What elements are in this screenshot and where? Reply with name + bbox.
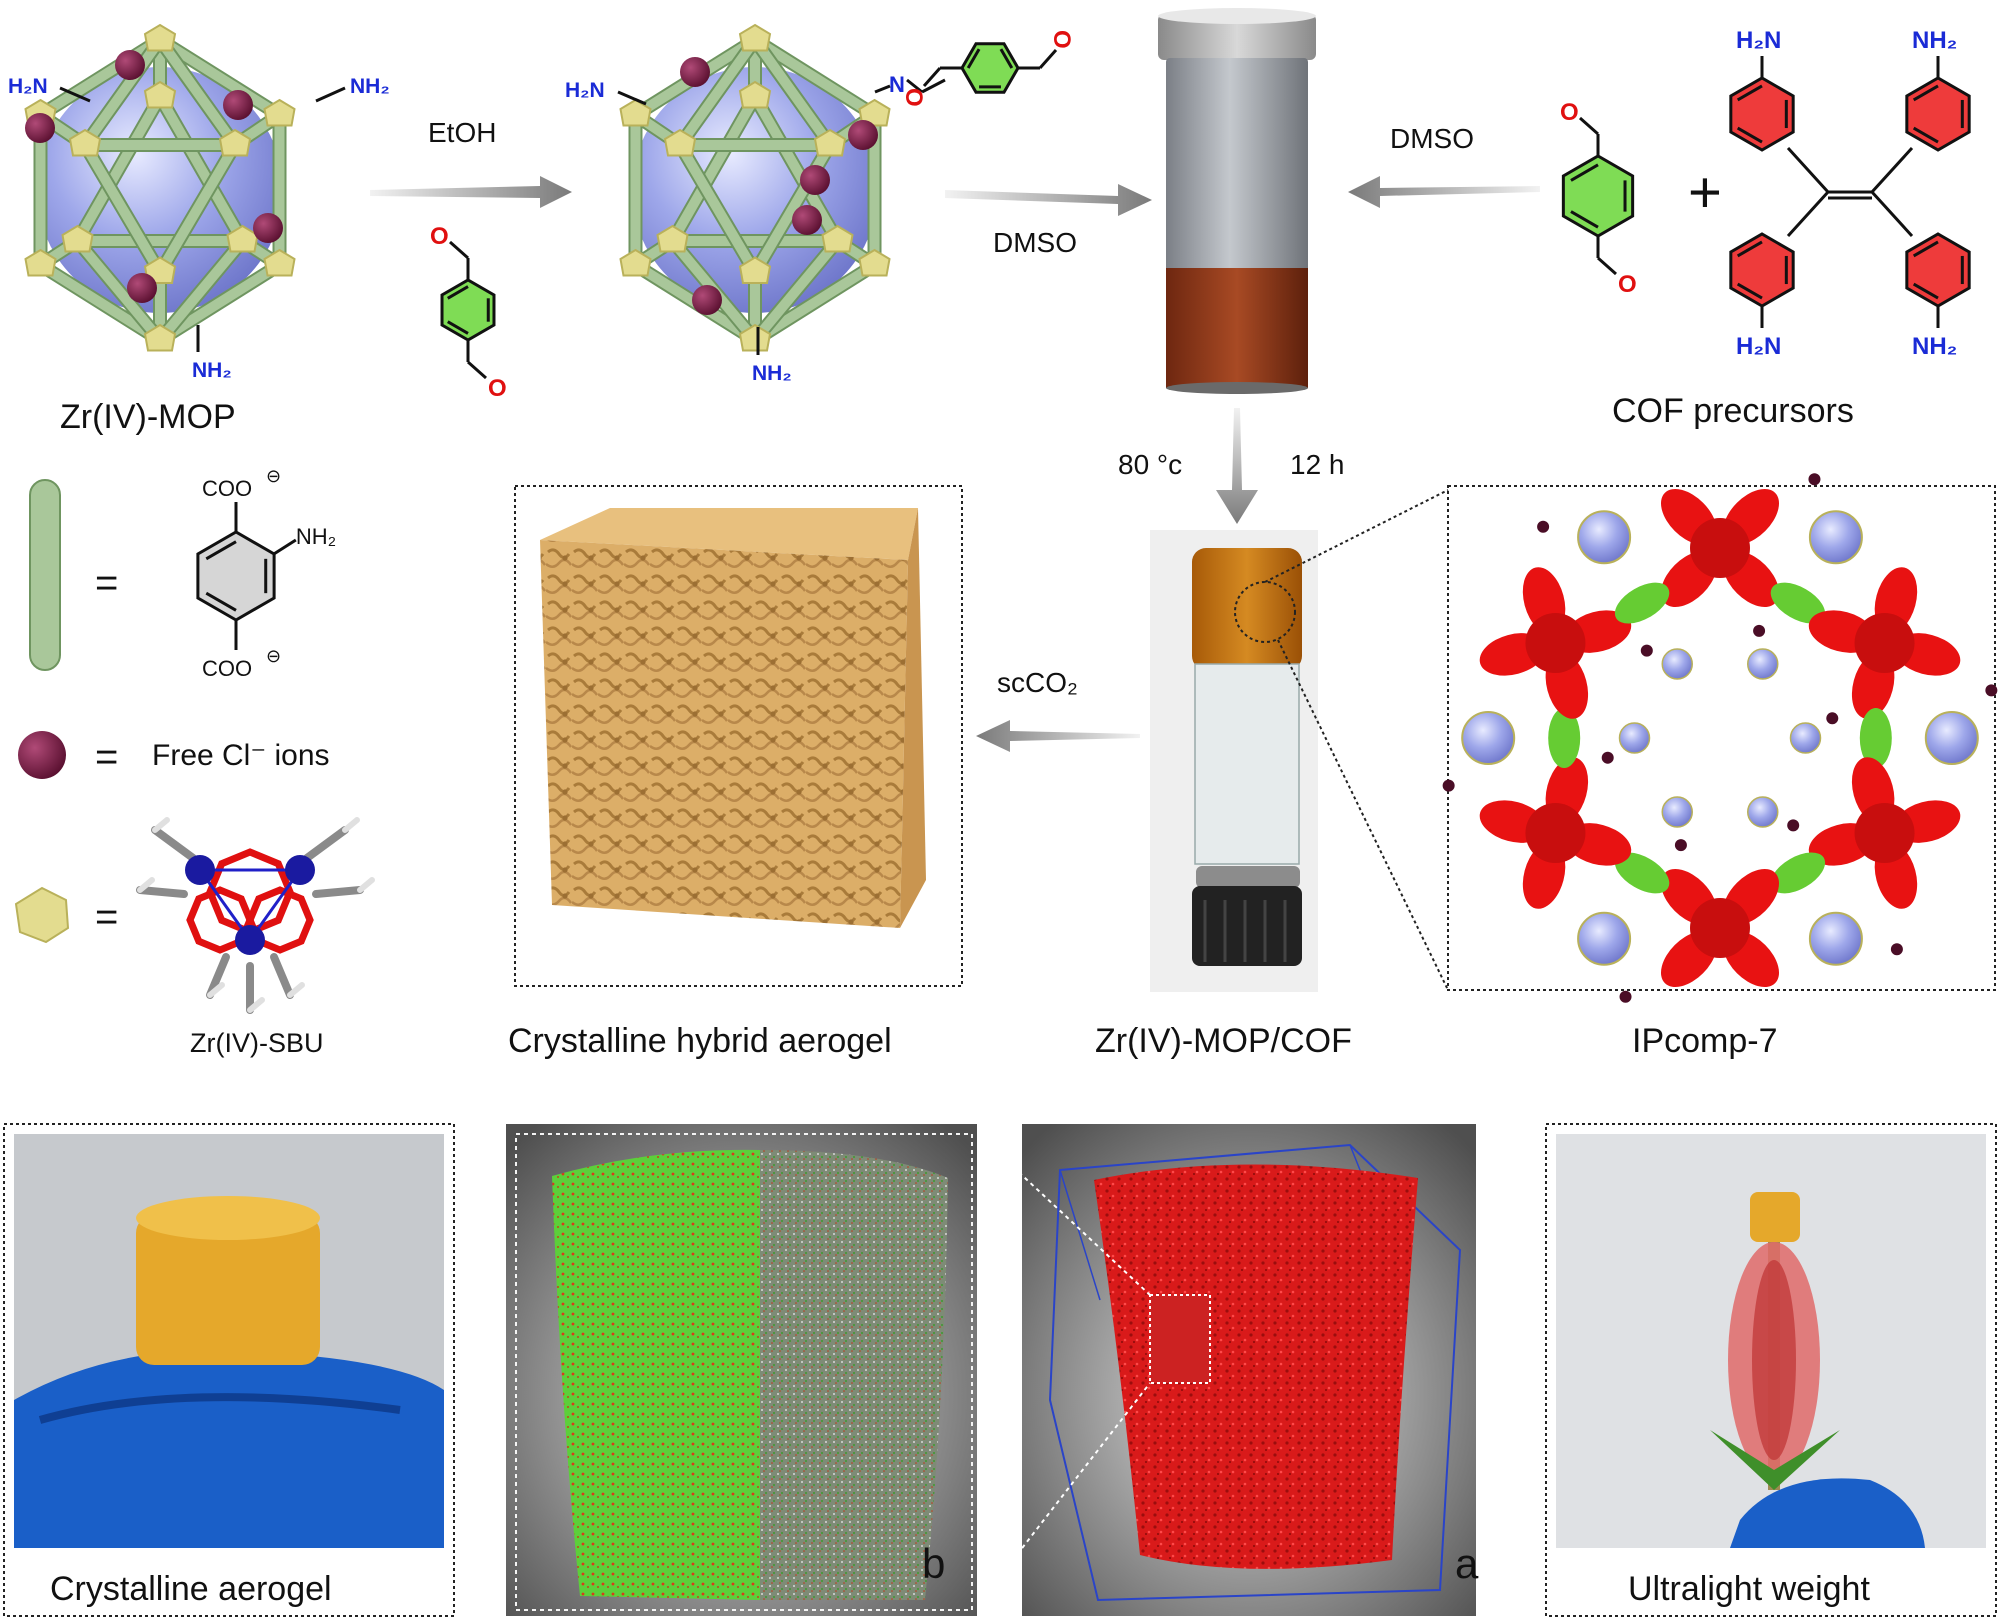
svg-text:O: O: [1048, 30, 1075, 49]
aerogel-cube: [540, 508, 926, 928]
svg-text:O: O: [488, 375, 507, 402]
svg-text:NH₂: NH₂: [1912, 333, 1957, 360]
cof-precursors-label: COF precursors: [1612, 392, 1854, 430]
tomography-red-render: [1022, 1124, 1476, 1616]
reaction-arrow-1: [370, 176, 572, 208]
temperature-label: 80 °c: [1118, 449, 1182, 480]
panel4-label: Ultralight weight: [1628, 1570, 1870, 1608]
svg-text:NH₂: NH₂: [296, 524, 336, 549]
svg-text:H₂N: H₂N: [1736, 27, 1781, 54]
amine-label-left-2: H₂N: [565, 79, 605, 102]
amine-label-bottom-2: NH₂: [752, 362, 792, 385]
aerogel-box: [514, 485, 963, 987]
svg-text:⊖: ⊖: [266, 466, 281, 486]
tomography-split-render: [506, 1124, 977, 1616]
legend-sbu: = Zr(IV)-SBU: [14, 817, 375, 1058]
legend-eq-1: =: [95, 561, 118, 605]
svg-text:O: O: [1618, 271, 1637, 298]
panel-ultralight-frame: [1545, 1123, 1997, 1617]
scco2-label: scCO₂: [997, 667, 1078, 698]
amine-label-bottom: NH₂: [192, 359, 232, 382]
svg-text:H₂N: H₂N: [1736, 333, 1781, 360]
legend-ion: = Free Cl⁻ ions: [18, 731, 330, 779]
legend-eq-3: =: [95, 895, 118, 939]
dmso-label-right: DMSO: [1390, 123, 1474, 154]
reaction-arrow-3: [1348, 176, 1540, 208]
imine-benzaldehyde-structure: OO: [900, 30, 1075, 107]
svg-text:NH₂: NH₂: [1912, 27, 1957, 54]
legend-free-ions-label: Free Cl⁻ ions: [152, 739, 330, 772]
terephthalaldehyde-structure: OO: [430, 223, 507, 402]
reaction-arrow-down: [1216, 408, 1258, 524]
mop-cage-functionalized: [619, 23, 891, 352]
panel-letter-a: a: [1455, 1540, 1479, 1587]
panel-letter-b: b: [922, 1540, 945, 1587]
gel-vial-photo: [1150, 530, 1318, 992]
etoh-label: EtOH: [428, 117, 496, 148]
ipcomp-box: [1447, 485, 1996, 991]
legend-linker: = COO ⊖ COO ⊖ NH₂: [29, 466, 336, 681]
plus-sign: +: [1688, 160, 1722, 225]
amine-label-right: NH₂: [350, 75, 390, 98]
imine-n-label: N: [889, 72, 905, 97]
panel-aerogel-photo-frame: [3, 1123, 455, 1617]
svg-text:COO: COO: [202, 476, 252, 501]
svg-text:COO: COO: [202, 656, 252, 681]
aerogel-on-glove-photo: [14, 1134, 444, 1548]
sbu-label: Zr(IV)-SBU: [190, 1028, 323, 1058]
svg-text:O: O: [900, 88, 927, 107]
aerogel-label: Crystalline hybrid aerogel: [508, 1022, 892, 1060]
reaction-arrow-2: [945, 184, 1152, 216]
aerogel-on-flower-photo: [1556, 1134, 1986, 1548]
dmso-label-left: DMSO: [993, 227, 1077, 258]
tetraaminophenylethene-structure: H₂N NH₂ H₂N NH₂: [1729, 27, 1971, 360]
reaction-vial: [1158, 8, 1316, 394]
vial-label: Zr(IV)-MOP/COF: [1095, 1022, 1352, 1060]
ipcomp-framework-structure: [1442, 473, 1998, 1003]
amine-label-left: H₂N: [8, 75, 48, 98]
svg-text:⊖: ⊖: [266, 646, 281, 666]
time-label: 12 h: [1290, 449, 1345, 480]
cof-aldehyde-structure: OO: [1560, 99, 1637, 298]
legend-eq-2: =: [95, 735, 118, 779]
reaction-arrow-scco2: [976, 720, 1140, 752]
panel1-label: Crystalline aerogel: [50, 1570, 332, 1608]
svg-text:O: O: [430, 223, 449, 250]
ipcomp-label: IPcomp-7: [1632, 1022, 1778, 1060]
svg-text:O: O: [1560, 99, 1579, 126]
mop-cage-illustration: [24, 23, 296, 352]
mop-label: Zr(IV)-MOP: [60, 398, 236, 436]
